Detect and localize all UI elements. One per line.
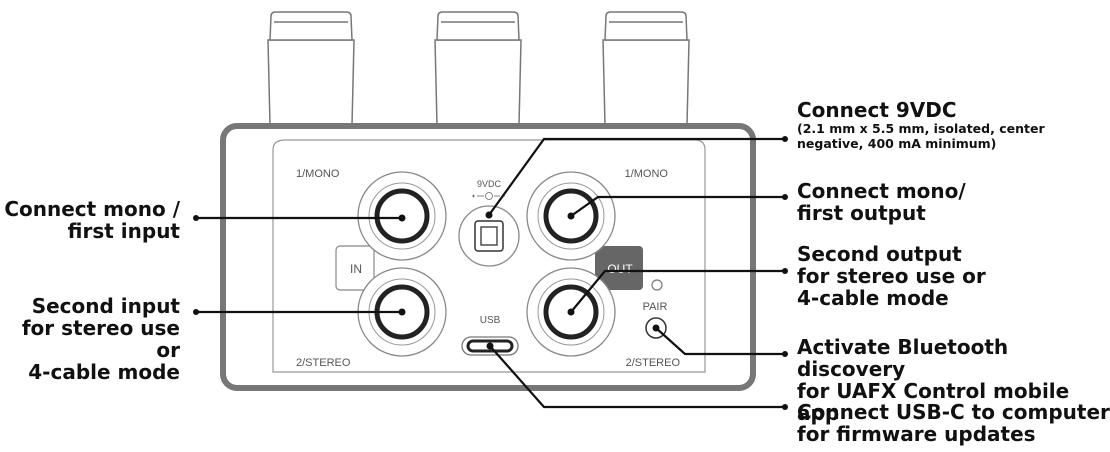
callout-bluetooth-line-2: for UAFX Control mobile app xyxy=(797,379,1070,425)
leader-bluetooth xyxy=(655,327,785,356)
power-jack xyxy=(458,205,520,267)
callout-second-output-line-3: 4-cable mode xyxy=(797,286,949,310)
pair-label: PAIR xyxy=(643,301,668,313)
usb-label: USB xyxy=(480,315,501,326)
callout-power-title: Connect 9VDC xyxy=(797,98,957,122)
knob-right xyxy=(602,11,690,126)
power-label: 9VDC xyxy=(477,179,502,189)
output-top-label: 1/MONO xyxy=(625,168,669,180)
in-tab xyxy=(335,245,375,291)
callout-second-input-line-2: for stereo use or xyxy=(21,316,180,362)
leader-usb xyxy=(489,345,785,409)
callout-bluetooth-line-1: Activate Bluetooth discovery xyxy=(797,335,1009,381)
callout-power: Connect 9VDC (2.1 mm x 5.5 mm, isolated,… xyxy=(797,99,1045,151)
pair-led xyxy=(651,279,663,291)
in-tab-label: IN xyxy=(350,262,362,276)
callout-usb-line-1: Connect USB-C to computer xyxy=(797,400,1110,424)
callout-bluetooth: Activate Bluetooth discovery for UAFX Co… xyxy=(797,336,1110,424)
out-tab-label: OUT xyxy=(607,262,633,276)
leader-second-output xyxy=(570,269,785,313)
input-top-label: 1/MONO xyxy=(296,168,340,180)
callout-first-input: Connect mono / first input xyxy=(4,198,180,242)
knob-middle xyxy=(434,11,522,126)
callout-second-input-line-3: 4-cable mode xyxy=(28,360,180,384)
rear-panel-inset xyxy=(272,139,706,373)
callout-power-detail-1: (2.1 mm x 5.5 mm, isolated, center xyxy=(797,121,1045,136)
callout-second-input-line-1: Second input xyxy=(31,294,180,318)
knob-left xyxy=(267,11,355,126)
leader-power xyxy=(488,137,785,216)
callout-second-output-line-2: for stereo use or xyxy=(797,264,986,288)
callout-power-detail-2: negative, 400 mA minimum) xyxy=(797,136,997,151)
out-tab xyxy=(595,246,643,290)
callout-second-output-line-1: Second output xyxy=(797,242,962,266)
callout-first-output-line-1: Connect mono/ xyxy=(797,179,966,203)
callout-second-input: Second input for stereo use or 4-cable m… xyxy=(0,295,180,383)
callout-first-input-line-1: Connect mono / xyxy=(4,197,180,221)
callout-usb: Connect USB-C to computer for firmware u… xyxy=(797,401,1110,445)
callout-usb-line-2: for firmware updates xyxy=(797,422,1036,446)
input-bottom-label: 2/STEREO xyxy=(296,357,351,369)
callout-first-output: Connect mono/ first output xyxy=(797,180,966,224)
leader-first-output xyxy=(570,195,785,217)
output-bottom-label: 2/STEREO xyxy=(626,357,681,369)
callout-first-input-line-2: first input xyxy=(67,219,180,243)
callout-first-output-line-2: first output xyxy=(797,201,926,225)
callout-second-output: Second output for stereo use or 4-cable … xyxy=(797,243,986,309)
